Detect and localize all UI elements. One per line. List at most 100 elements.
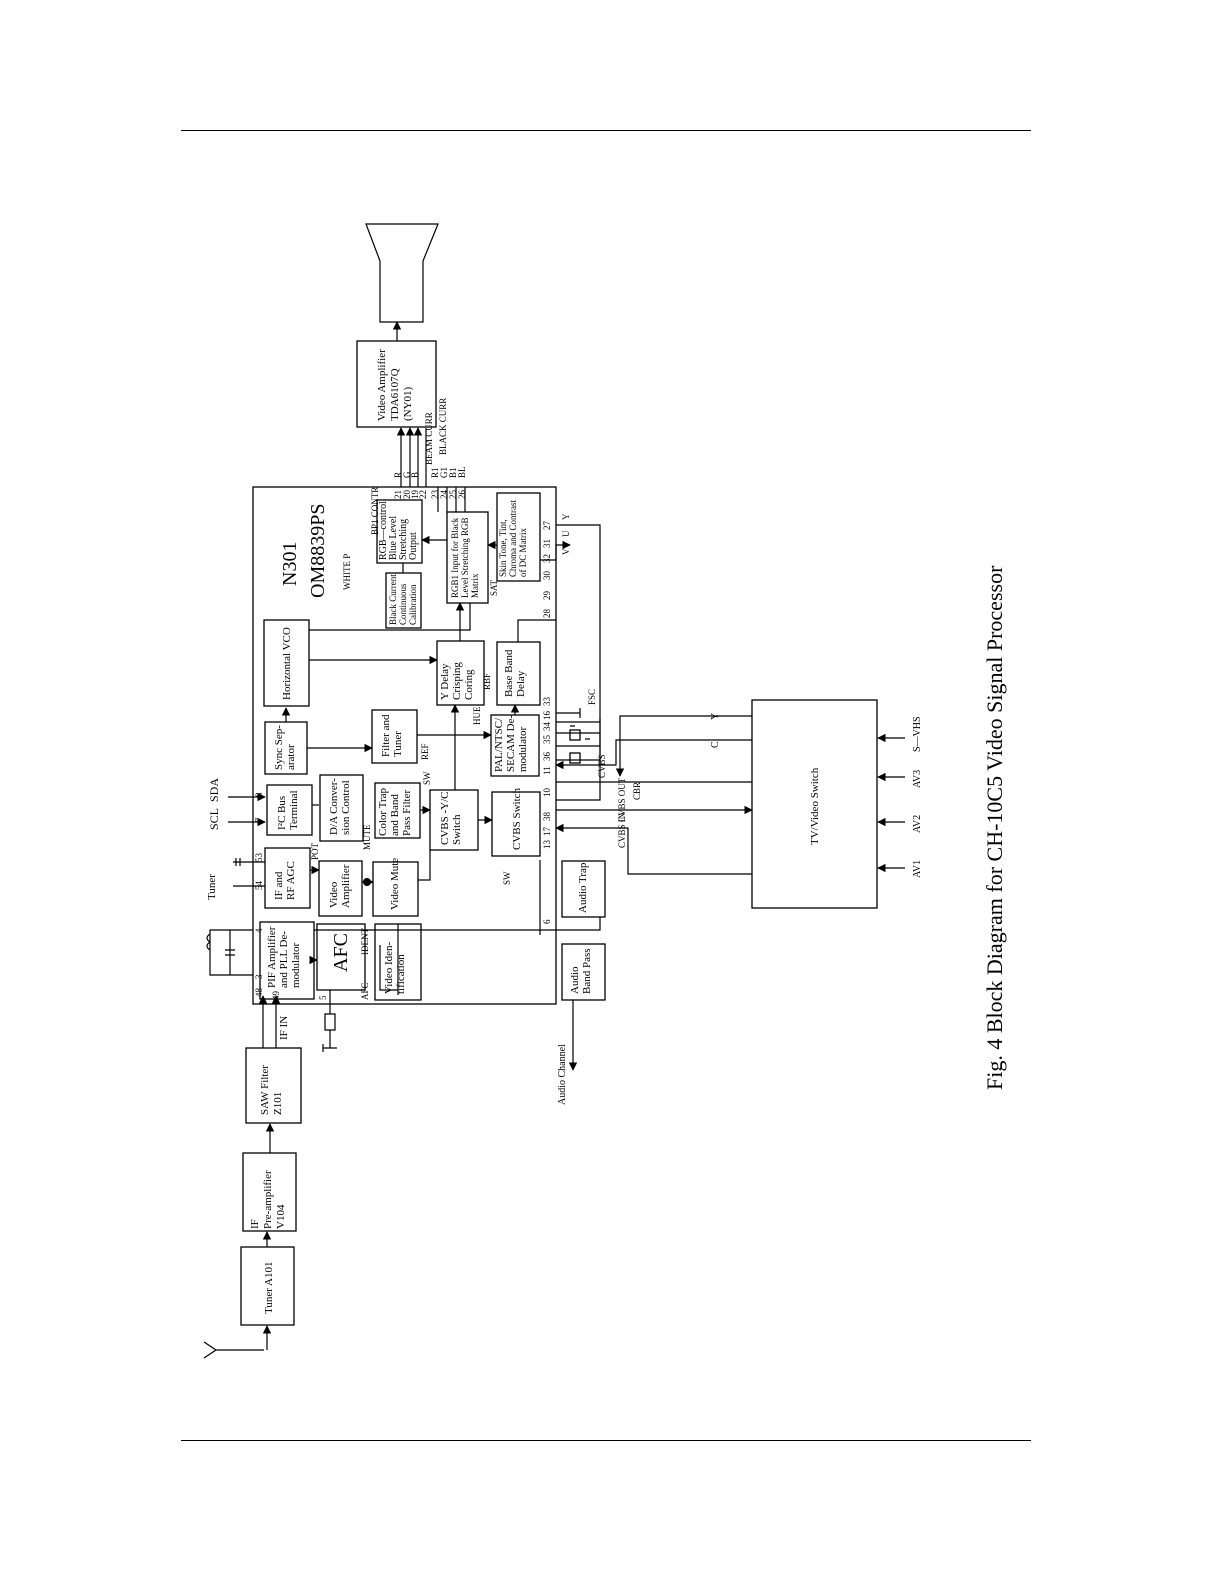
rgb1-line3: Matrix <box>470 573 480 598</box>
video-amp-internal-block <box>318 860 363 917</box>
bbd-line2: Delay <box>515 670 527 697</box>
vamp-line2: Amplifier <box>340 864 352 908</box>
pin-35: 35 <box>542 735 552 745</box>
wire-ident <box>379 924 399 995</box>
top-rule <box>181 130 1031 131</box>
pin-48: 48 <box>254 988 264 998</box>
hue-label: HUE <box>472 706 482 725</box>
pin-8: 8 <box>254 792 264 797</box>
ftun-line1: Filter and <box>380 714 392 757</box>
skin-tone-block <box>496 492 541 582</box>
ic-part-number: OM8839PS <box>307 504 329 598</box>
agc-capacitors <box>233 858 265 887</box>
sync-line2: arator <box>285 744 297 770</box>
pif-amplifier-label: PIF Amplifier and PLL De- modulator <box>266 926 302 988</box>
pin-22: 22 <box>418 490 428 499</box>
sig-v-label: V <box>561 548 571 555</box>
rgb-control-block <box>376 499 423 564</box>
pin-11: 11 <box>542 766 552 775</box>
rgb-pin-labels: 21 20 19 22 23 24 25 26 R G B R1 G1 B1 B… <box>393 466 467 499</box>
tuner-a101-label: Tuner A101 <box>263 1262 275 1314</box>
agc-line2: RF AGC <box>285 861 297 900</box>
wire-pif-audio <box>314 917 601 931</box>
tank-coil-icon <box>206 929 253 976</box>
wire-rgb1-pins <box>437 487 466 512</box>
crystal-icon-2 <box>569 752 581 764</box>
audio-bandpass-block <box>561 943 606 1001</box>
rbf-label: RBF <box>482 673 492 690</box>
scl-label: SCL <box>207 808 221 830</box>
afc-pin-label: AFC <box>360 982 370 1000</box>
da-line2: sion Control <box>340 780 352 835</box>
pin-32: 32 <box>542 554 552 563</box>
ref-label: REF <box>420 743 430 760</box>
tv-video-switch-block <box>751 699 878 909</box>
video-ident-label: Video Iden- tification <box>383 941 407 994</box>
rgb-control-label: RGB—control Blue Level Stretching Output <box>378 501 419 560</box>
afc-filter-network <box>322 990 337 1052</box>
pin-27: 27 <box>542 521 552 531</box>
pin-4: 4 <box>254 928 264 933</box>
sda-label: SDA <box>207 778 221 802</box>
crystal-network <box>556 708 601 764</box>
vamp-ext-line2: TDA6107Q <box>389 368 401 421</box>
pin-53: 53 <box>254 853 264 863</box>
ctrap-line2: and Band <box>389 794 401 836</box>
video-ident-line2: tification <box>395 954 407 994</box>
pin-30: 30 <box>542 571 552 581</box>
horizontal-vco-block <box>263 619 310 707</box>
sig-y-label: Y <box>561 513 571 520</box>
wire-bbd-pins <box>517 619 556 642</box>
yd-line1: Y Delay <box>439 663 451 700</box>
pin-17: 17 <box>542 827 552 837</box>
rgbc-line4: Output <box>408 532 419 560</box>
yd-line2: Crisping <box>451 662 463 700</box>
pin-31: 31 <box>542 539 552 548</box>
y-delay-label: Y Delay Crisping Coring <box>439 662 475 700</box>
pal-line1: PAL/NTSC/ <box>493 717 505 772</box>
wire-c <box>555 739 752 770</box>
wire-y <box>615 715 752 777</box>
if-rf-agc-block <box>264 847 311 909</box>
audio-bandpass-label: Audio Band Pass <box>569 948 593 994</box>
saw-filter-line1: SAW Filter <box>259 1065 271 1115</box>
pin-16: 16 <box>542 711 552 721</box>
rgb1-line1: RGB1 Input for Black <box>450 517 460 598</box>
cyc-line1: CVBS -Y/C <box>439 792 451 846</box>
pin-38: 38 <box>542 812 552 822</box>
da-conversion-block <box>319 774 364 842</box>
av2-label: AV2 <box>912 815 923 833</box>
ident-label: IDENT <box>360 928 370 955</box>
cyc-line2: Switch <box>451 814 463 845</box>
rgbc-line1: RGB—control <box>378 501 389 560</box>
skin-line3: of DC Matrix <box>518 528 528 577</box>
y-label: Y <box>710 713 721 720</box>
i2c-line2: Terminal <box>288 790 300 830</box>
color-trap-label: Color Trap and Band Pass Filter <box>377 788 413 836</box>
filter-tuner-label: Filter and Tuner <box>380 714 404 757</box>
bp1-contr-label: BP1 CONTR <box>370 487 380 535</box>
pin-25: 25 <box>448 490 458 500</box>
bbd-line1: Base Band <box>503 649 515 697</box>
mute-label: MUTE <box>362 824 372 850</box>
if-preamp-line2: Pre-amplifier <box>262 1170 274 1229</box>
video-mute-block <box>372 861 419 917</box>
da-conversion-label: D/A Conver- sion Control <box>328 778 352 835</box>
vamp-line1: Video <box>328 881 340 908</box>
sig-u-label: U <box>561 530 571 537</box>
audio-channel-label: Audio Channel <box>557 1044 568 1105</box>
pin-19: 19 <box>410 490 420 500</box>
wire-cvbs-in <box>555 823 752 875</box>
video-amplifier-label: Video Amplifier TDA6107Q (NY01) <box>376 349 414 421</box>
bc-line1: Black Current <box>388 574 398 625</box>
video-mute-label: Video Mute <box>389 858 401 910</box>
video-ident-line1: Video Iden- <box>383 941 395 994</box>
av3-label: AV3 <box>912 770 923 788</box>
white-p-label: WHITE P <box>342 554 352 590</box>
abp-line1: Audio <box>569 966 581 994</box>
agc-line1: IF and <box>273 871 285 900</box>
pin-28: 28 <box>542 609 552 619</box>
i2c-bus-block <box>266 784 313 836</box>
sig-bl: BL <box>457 466 467 478</box>
